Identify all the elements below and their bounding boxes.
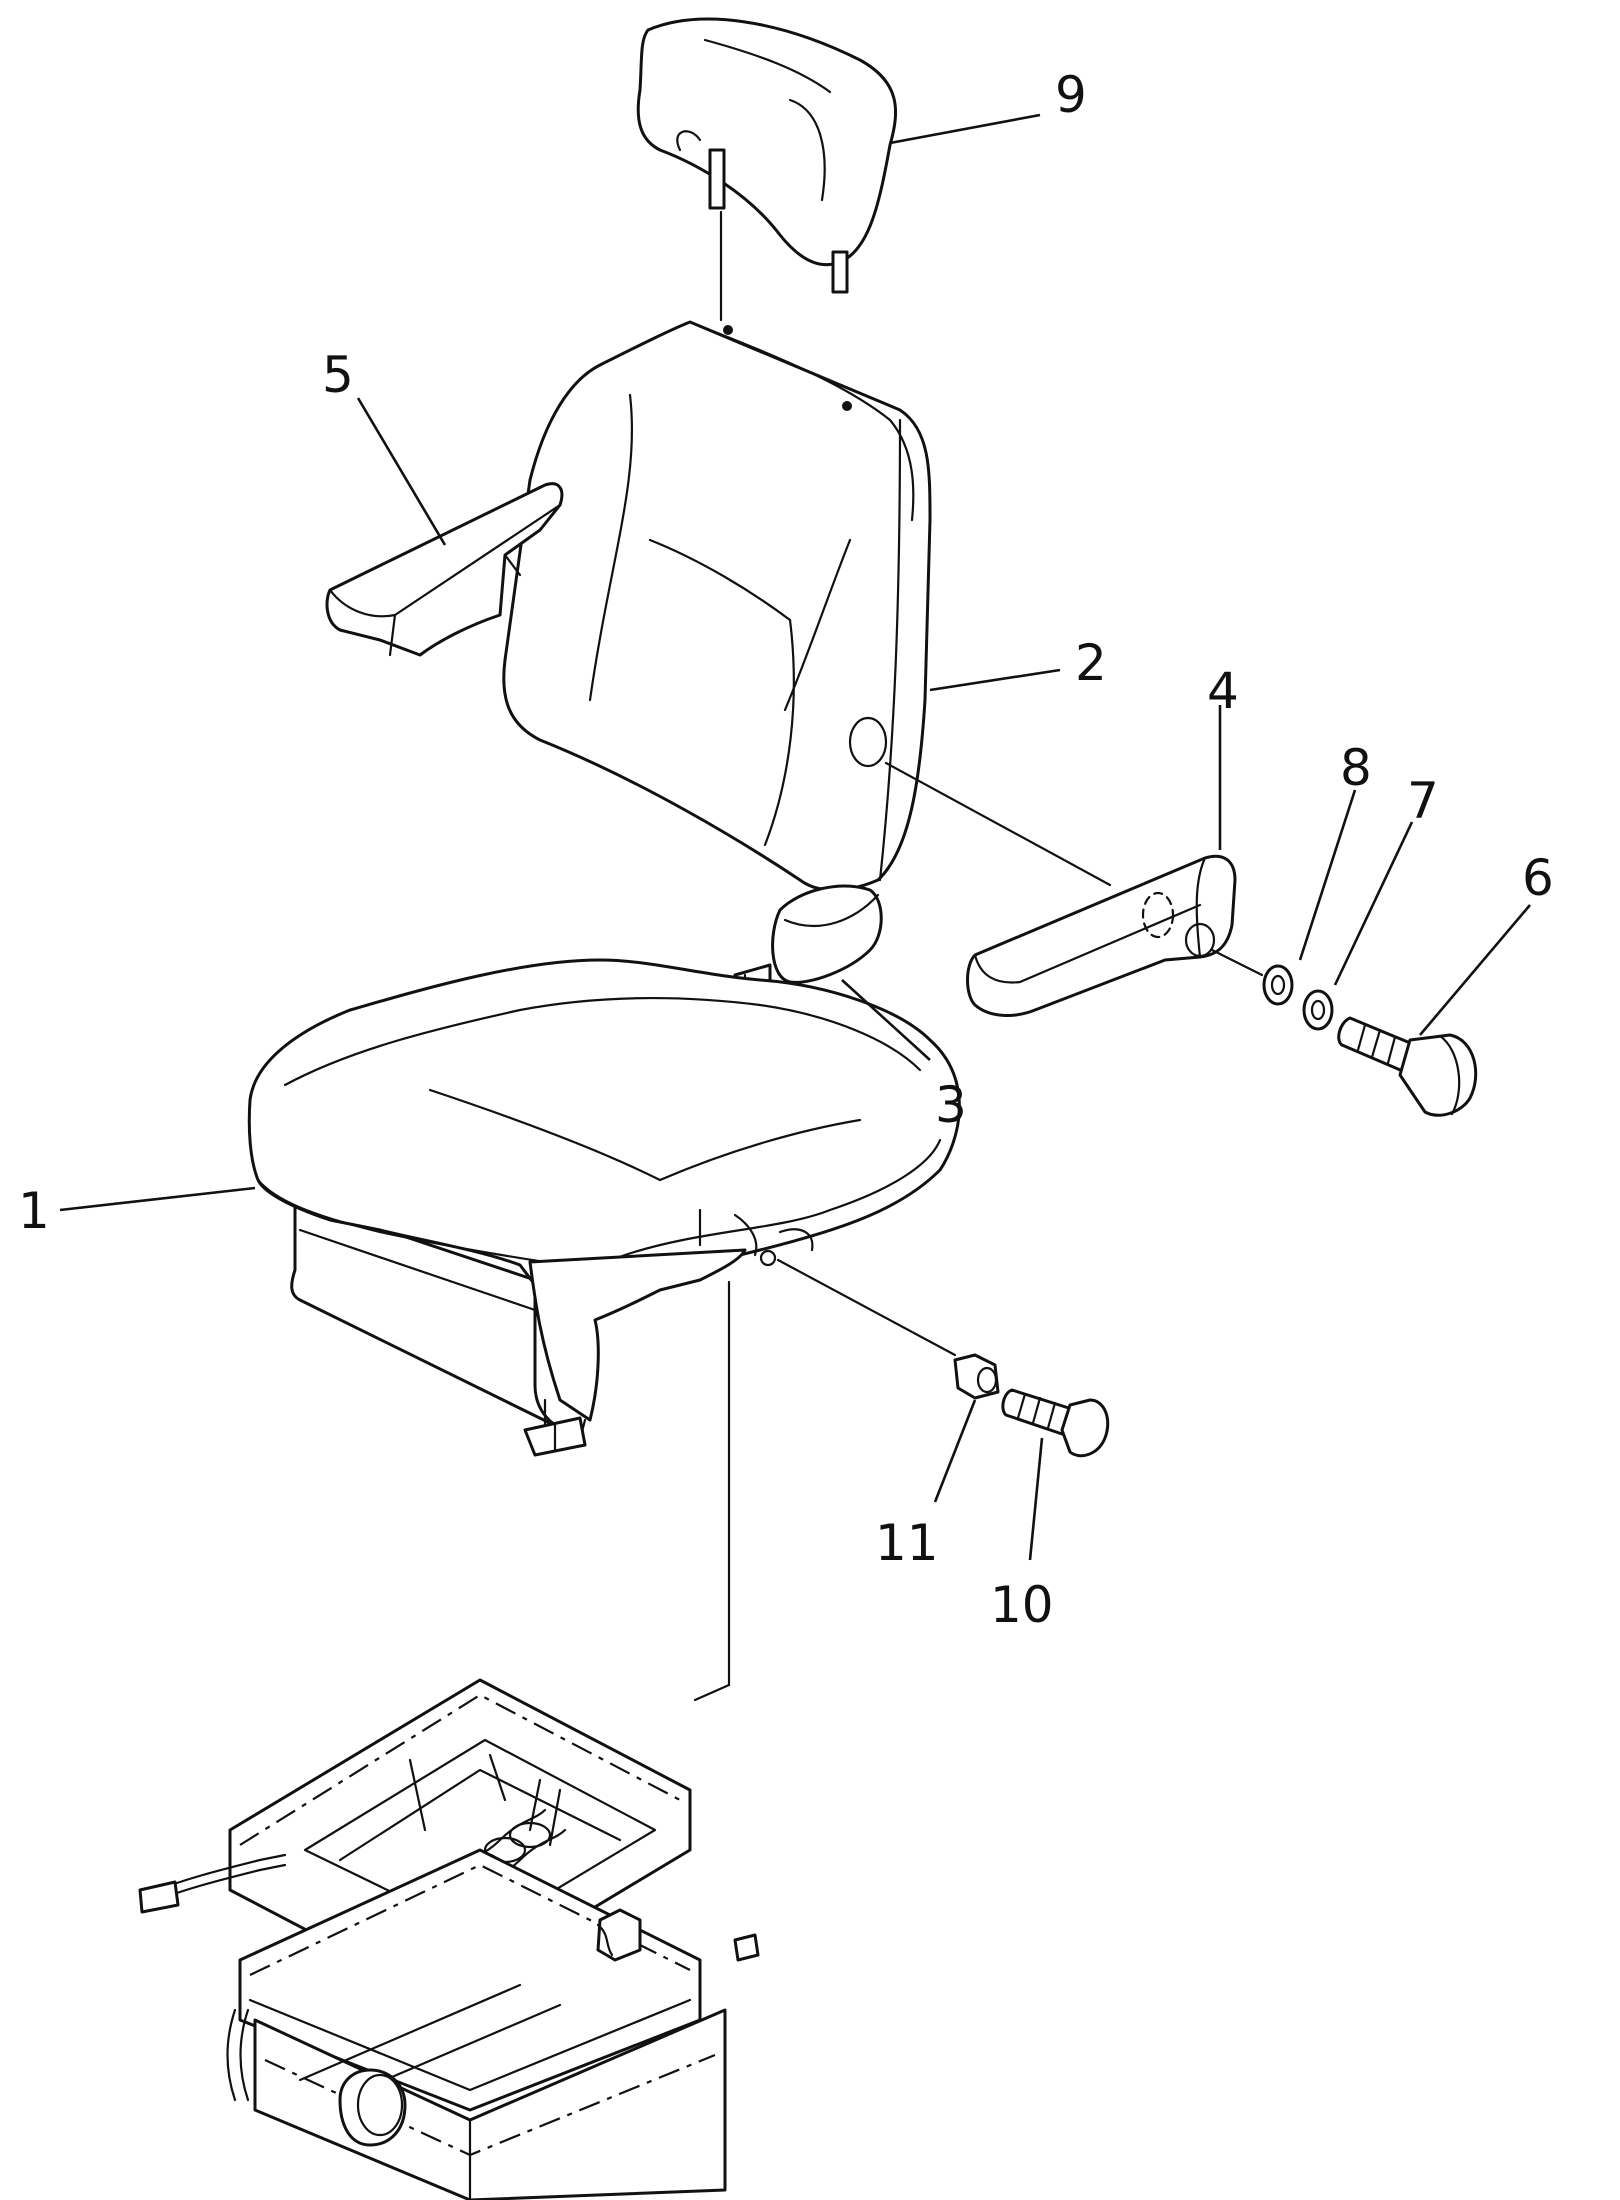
callout-9: 9 xyxy=(1055,66,1087,124)
leader-10 xyxy=(1028,1437,1044,1561)
armrest-guide-line xyxy=(884,761,1112,887)
leader-1 xyxy=(59,1186,256,1212)
callout-2: 2 xyxy=(1075,634,1107,692)
leader-5 xyxy=(356,397,447,546)
leader-3 xyxy=(841,979,931,1061)
left-armrest xyxy=(325,482,564,657)
leader-2 xyxy=(929,668,1061,692)
callout-1: 1 xyxy=(18,1182,50,1240)
leader-8 xyxy=(1298,789,1357,961)
callout-3: 3 xyxy=(935,1076,967,1134)
leader-6 xyxy=(1419,904,1531,1036)
bolt-guide-line-lower xyxy=(776,1258,957,1357)
leader-11 xyxy=(933,1399,977,1503)
callout-6: 6 xyxy=(1522,849,1554,907)
bolt-guide-line-upper xyxy=(1210,948,1264,977)
backrest xyxy=(502,320,932,892)
callout-5: 5 xyxy=(322,346,354,404)
seat-cushion xyxy=(247,958,961,1457)
callout-10: 10 xyxy=(990,1576,1054,1634)
callout-4: 4 xyxy=(1207,662,1239,720)
recline-lever xyxy=(733,884,883,994)
callout-8: 8 xyxy=(1340,739,1372,797)
suspension-base xyxy=(138,1678,760,2200)
leader-7 xyxy=(1333,821,1414,986)
right-armrest xyxy=(966,854,1237,1017)
washer-8 xyxy=(1262,964,1294,1006)
callout-11: 11 xyxy=(875,1514,939,1572)
washer-7 xyxy=(1302,989,1334,1031)
collar xyxy=(953,1353,1000,1400)
pivot-hole xyxy=(848,716,888,768)
shoulder-bolt xyxy=(1337,1016,1478,1117)
callout-7: 7 xyxy=(1407,772,1439,830)
headrest xyxy=(636,17,897,294)
leader-9 xyxy=(889,113,1041,145)
mounting-bolt xyxy=(1001,1388,1110,1458)
